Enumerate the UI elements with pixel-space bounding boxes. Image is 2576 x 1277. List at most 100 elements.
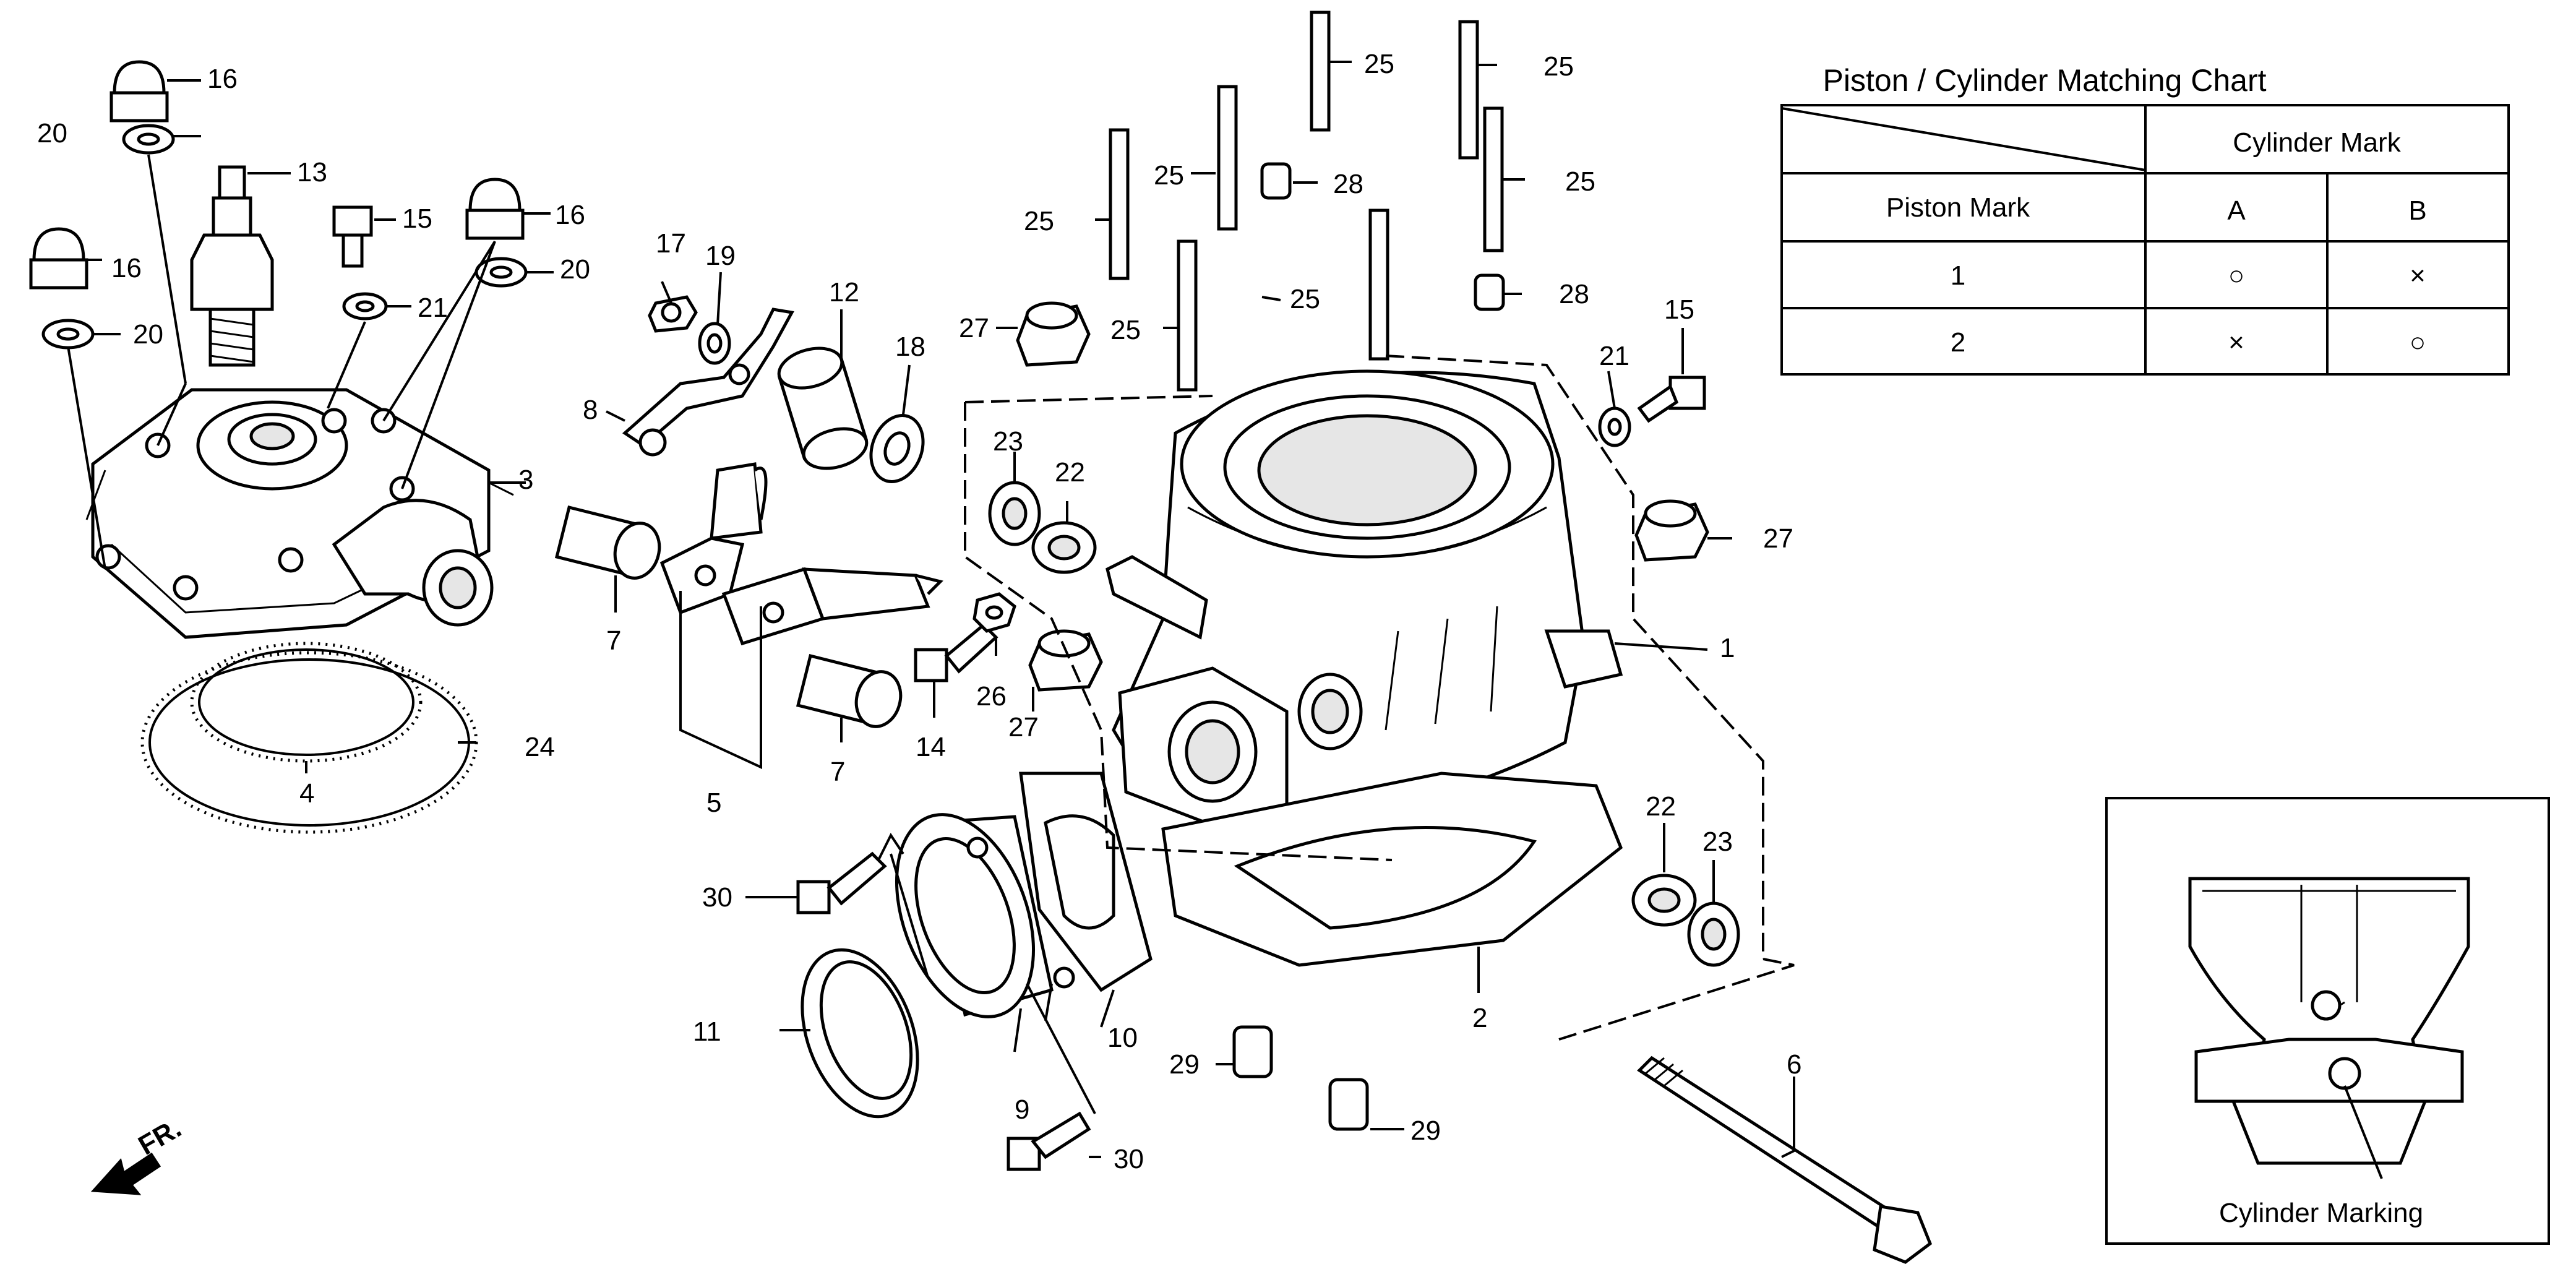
callout-1: 1: [1720, 633, 1735, 663]
intake-gasket-10: [1019, 772, 1153, 992]
callout-25: 25: [1110, 315, 1141, 345]
callout-24: 24: [525, 732, 555, 762]
callout-15: 15: [402, 204, 432, 234]
seal-23b: [1687, 901, 1740, 967]
callout-20: 20: [133, 319, 163, 350]
callout-30: 30: [1114, 1144, 1144, 1174]
row2-piston: 2: [1951, 327, 1965, 358]
callout-20: 20: [560, 254, 590, 285]
piston-mark-header: Piston Mark: [1886, 192, 2030, 223]
callout-27: 27: [1008, 712, 1039, 742]
callout-labels: 16 20 13 15 16 16 20 21 20 3 4 24 17 19 …: [37, 49, 1801, 1174]
nut-26: [972, 592, 1016, 633]
col-b-header: B: [2408, 196, 2426, 226]
callout-28: 28: [1333, 169, 1363, 199]
callout-3: 3: [518, 465, 533, 495]
cylinder-gasket-2: [1161, 772, 1623, 967]
callout-7: 7: [830, 757, 845, 787]
bearing-22b: [1631, 874, 1697, 927]
inset-caption: Cylinder Marking: [2219, 1198, 2423, 1228]
clamp-11: [801, 948, 919, 1119]
head-gasket-inner: [190, 642, 423, 763]
callout-16: 16: [111, 253, 142, 283]
callout-21: 21: [418, 293, 448, 323]
callout-27: 27: [959, 313, 989, 343]
washer-18: [869, 414, 925, 483]
spark-plug: [190, 165, 274, 367]
callout-22: 22: [1055, 457, 1085, 488]
cylinder-mark-header: Cylinder Mark: [2233, 127, 2401, 158]
dowel-28a: [1260, 162, 1292, 200]
front-direction-label: FR.: [134, 1113, 187, 1161]
callout-14: 14: [916, 732, 946, 762]
stud-25d: [1483, 106, 1504, 252]
insulator-9: [895, 813, 1075, 1018]
callout-11: 11: [693, 1017, 721, 1047]
callout-16: 16: [555, 200, 585, 230]
stud-25b: [1458, 20, 1479, 160]
callout-7: 7: [606, 626, 621, 656]
nut-27a: [1016, 301, 1091, 367]
callout-9: 9: [1015, 1094, 1029, 1125]
cap-nut-16b: [465, 178, 525, 240]
nut-17: [648, 295, 698, 333]
bolt-15a: [332, 205, 373, 268]
cylinder-1: [1106, 369, 1623, 825]
collar-12: [777, 346, 869, 470]
callout-25: 25: [1565, 166, 1595, 197]
collar-7a: [554, 505, 661, 580]
row2-a: ×: [2228, 327, 2244, 358]
callout-4: 4: [299, 778, 314, 809]
callout-25: 25: [1543, 51, 1574, 82]
callout-26: 26: [976, 681, 1007, 712]
stud-25e: [1109, 128, 1130, 280]
cylinder-marking-inset: [2105, 797, 2550, 1245]
through-bolt-6: [1637, 1056, 1933, 1264]
row2-b: ○: [2410, 327, 2426, 358]
dowel-29a: [1232, 1025, 1273, 1078]
callout-6: 6: [1787, 1049, 1801, 1080]
callout-19: 19: [705, 241, 736, 271]
row1-a: ○: [2228, 260, 2245, 291]
matching-chart-table: [1780, 104, 2510, 376]
nut-27c: [1028, 629, 1103, 692]
seal-23a: [988, 481, 1041, 546]
callout-15: 15: [1664, 295, 1694, 325]
callout-27: 27: [1763, 523, 1793, 554]
callout-29: 29: [1410, 1116, 1441, 1146]
callout-16: 16: [207, 64, 238, 94]
row1-b: ×: [2410, 260, 2426, 291]
callout-20: 20: [37, 118, 67, 148]
callout-5: 5: [706, 788, 721, 818]
collar-7b: [796, 653, 903, 728]
stud-25f: [1368, 209, 1389, 361]
callout-21: 21: [1599, 341, 1629, 371]
callout-22: 22: [1646, 791, 1676, 822]
col-a-header: A: [2227, 196, 2246, 226]
nut-27b: [1634, 499, 1709, 562]
matching-chart-title: Piston / Cylinder Matching Chart: [1823, 63, 2267, 98]
stud-25a: [1310, 11, 1331, 132]
dowel-29b: [1328, 1078, 1369, 1131]
stud-25c: [1217, 85, 1238, 231]
bracket-5: [659, 462, 943, 646]
callout-25: 25: [1024, 206, 1054, 236]
callout-12: 12: [829, 277, 859, 307]
callout-8: 8: [583, 395, 598, 425]
callout-28: 28: [1559, 279, 1589, 309]
callout-18: 18: [895, 332, 925, 362]
bolt-15b: [1637, 376, 1706, 423]
cap-nut-16c: [29, 227, 88, 290]
callout-30: 30: [702, 882, 732, 913]
callout-10: 10: [1107, 1023, 1138, 1053]
callout-2: 2: [1472, 1003, 1487, 1033]
callout-25: 25: [1154, 160, 1184, 191]
callout-25: 25: [1364, 49, 1394, 79]
front-direction-arrow: [90, 1152, 161, 1195]
callout-23: 23: [1702, 827, 1733, 857]
bracket-8: [622, 307, 794, 457]
bearing-22a: [1031, 521, 1097, 574]
cap-nut-16a: [109, 60, 169, 123]
callout-17: 17: [656, 228, 686, 259]
